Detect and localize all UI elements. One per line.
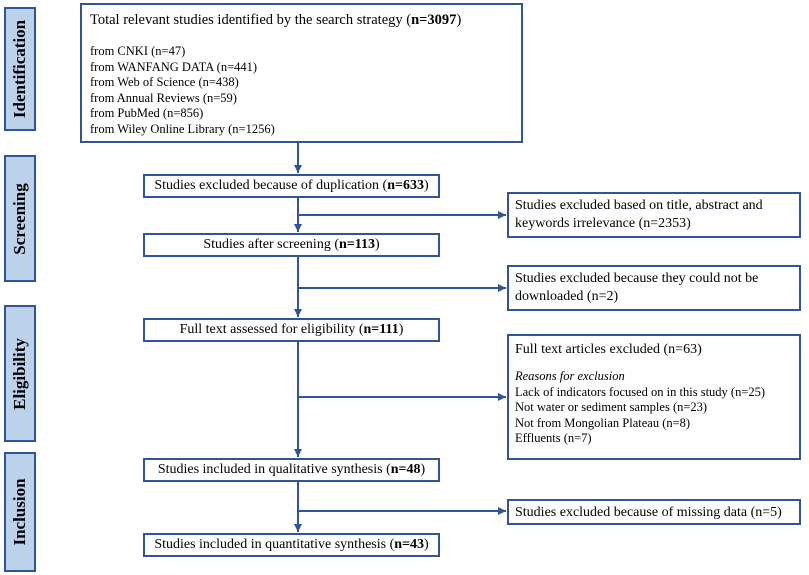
not-downloaded-line-1: Studies excluded because they could not … [515,271,759,286]
irrelevance-exclusion-box: Studies excluded based on title, abstrac… [507,192,801,238]
source-list: from CNKI (n=47) from WANFANG DATA (n=44… [90,44,513,137]
after-screening-box: Studies after screening (n=113) [143,233,440,257]
quantitative-box: Studies included in quantitative synthes… [143,533,440,557]
stage-inclusion: Inclusion [4,452,36,572]
duplication-box: Studies excluded because of duplication … [143,174,440,198]
missing-data-text: Studies excluded because of missing data… [515,505,782,520]
irrelevance-line-2: keywords irrelevance (n=2353) [515,216,691,231]
qualitative-box: Studies included in qualitative synthesi… [143,458,440,482]
irrelevance-line-1: Studies excluded based on title, abstrac… [515,198,763,213]
missing-data-exclusion-box: Studies excluded because of missing data… [507,499,801,525]
stage-eligibility: Eligibility [4,305,36,442]
stage-screening: Screening [4,155,36,282]
reason-item: Effluents (n=7) [515,431,592,445]
identification-title: Total relevant studies identified by the… [90,12,462,28]
source-item: from CNKI (n=47) [90,44,186,58]
full-text-box: Full text assessed for eligibility (n=11… [143,318,440,342]
reason-item: Lack of indicators focused on in this st… [515,384,766,399]
identification-box: Total relevant studies identified by the… [80,3,523,143]
reason-item: Not from Mongolian Plateau (n=8) [515,415,691,430]
not-downloaded-exclusion-box: Studies excluded because they could not … [507,265,801,311]
source-item: from Wiley Online Library (n=1256) [90,121,275,136]
stage-identification: Identification [4,7,36,131]
reason-item: Not water or sediment samples (n=23) [515,400,708,414]
full-text-exclusion-box: Full text articles excluded (n=63) Reaso… [507,334,801,460]
full-text-excluded-title: Full text articles excluded (n=63) [515,342,702,357]
not-downloaded-line-2: downloaded (n=2) [515,289,619,304]
source-item: from Web of Science (n=438) [90,75,239,89]
source-item: from PubMed (n=856) [90,106,204,120]
source-item: from Annual Reviews (n=59) [90,90,237,105]
source-item: from WANFANG DATA (n=441) [90,59,258,74]
reasons-title: Reasons for exclusion [515,369,625,383]
